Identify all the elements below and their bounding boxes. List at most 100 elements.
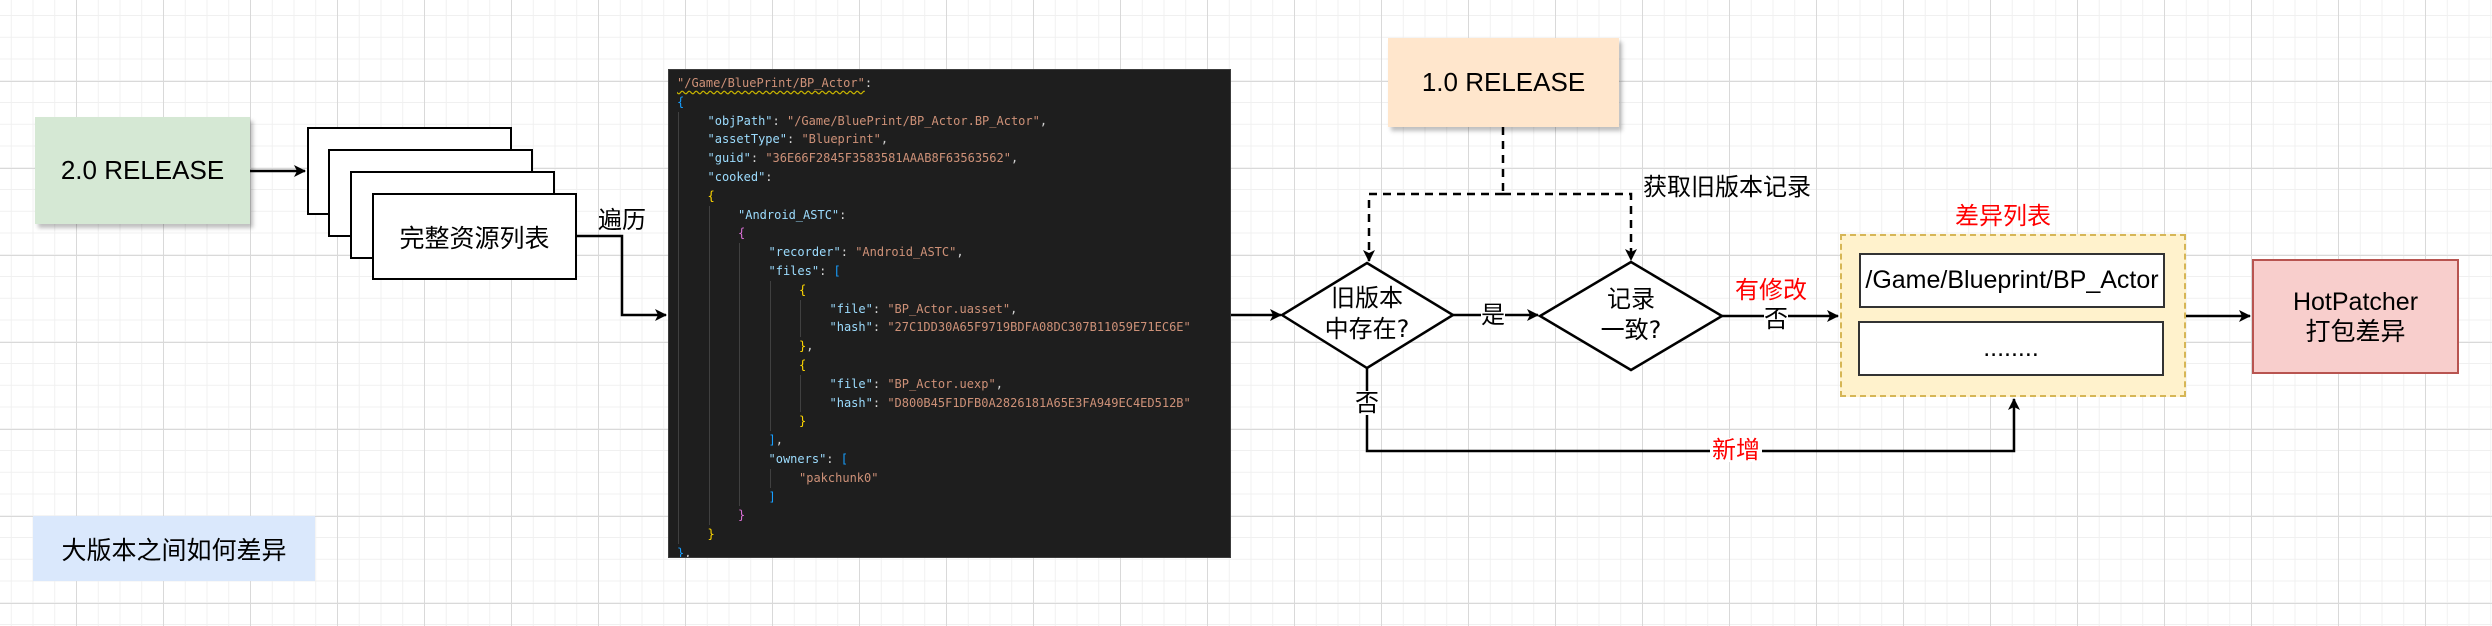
code-token: : <box>819 264 834 278</box>
arrow-list-to-code <box>576 234 667 321</box>
traverse-label: 遍历 <box>598 206 646 234</box>
added-label: 新增 <box>1710 436 1762 464</box>
code-token: "BP_Actor.uasset" <box>887 301 1011 316</box>
title-note-text: 大版本之间如何差异 <box>61 535 287 565</box>
code-token: "Android_ASTC" <box>855 245 957 260</box>
no-label-exists: 否 <box>1355 389 1379 417</box>
decision-consistent-text: 记录 一致? <box>1576 284 1686 346</box>
hotpatcher-line-2: 打包差异 <box>2305 317 2406 346</box>
code-line: "recorder": "Android_ASTC", <box>769 243 964 262</box>
code-token: "27C1DD30A65F9719BDFA08DC307B11059E71EC6… <box>887 320 1191 335</box>
code-token: "file" <box>829 376 873 391</box>
decision-exists-shape[interactable] <box>1279 261 1456 370</box>
code-token: [ <box>833 264 841 278</box>
json-code-panel[interactable]: "/Game/BluePrint/BP_Actor":{"objPath": "… <box>668 69 1231 558</box>
code-token: { <box>799 282 807 297</box>
code-token: "BP_Actor.uexp" <box>887 376 996 391</box>
code-token: : <box>772 113 787 128</box>
code-line: }, <box>677 544 692 558</box>
code-token: { <box>677 94 685 109</box>
hotpatcher-box[interactable]: HotPatcher 打包差异 <box>2252 259 2459 374</box>
decision-consistent-shape[interactable] <box>1537 260 1725 372</box>
code-token: "pakchunk0" <box>799 470 879 485</box>
code-token: } <box>799 414 807 429</box>
release-2-label: 2.0 RELEASE <box>60 155 225 185</box>
code-line: { <box>799 356 806 375</box>
code-line: ], <box>769 431 783 450</box>
code-line: "objPath": "/Game/BluePrint/BP_Actor.BP_… <box>708 112 1048 131</box>
code-line: } <box>738 506 745 525</box>
decision-consistent-line-1: 记录 <box>1607 285 1655 313</box>
decision-exists-text: 旧版本 中存在? <box>1312 283 1422 345</box>
code-line: { <box>799 281 806 300</box>
code-token: "hash" <box>829 395 873 410</box>
code-line: "/Game/BluePrint/BP_Actor": <box>677 74 872 93</box>
release-1-box[interactable]: 1.0 RELEASE <box>1388 38 1619 127</box>
title-note: 大版本之间如何差异 <box>33 516 315 581</box>
asset-list-box[interactable]: 完整资源列表 <box>372 193 577 280</box>
decision-exists-line-2: 中存在? <box>1324 315 1410 344</box>
code-line: { <box>677 93 684 112</box>
code-token: , <box>1010 301 1018 316</box>
code-line: "assetType": "Blueprint", <box>708 130 889 149</box>
code-line: "file": "BP_Actor.uexp", <box>830 375 1003 394</box>
indent-guide <box>678 111 679 544</box>
code-line: "owners": [ <box>769 450 848 469</box>
diff-list-title: 差异列表 <box>1955 202 2051 230</box>
code-token: { <box>799 358 807 372</box>
code-token: ] <box>768 433 776 448</box>
code-token: "hash" <box>829 320 873 335</box>
code-token: { <box>707 188 715 203</box>
fetch-old-record-label: 获取旧版本记录 <box>1643 173 1811 201</box>
dashed-release1-to-exists <box>1363 192 1503 262</box>
code-token: } <box>707 527 715 542</box>
code-token: "Android_ASTC" <box>738 207 840 222</box>
indent-guide <box>800 374 801 413</box>
code-token: : <box>872 395 888 410</box>
code-line: "hash": "27C1DD30A65F9719BDFA08DC307B110… <box>830 318 1191 337</box>
code-token: : <box>786 132 802 147</box>
code-token: "Blueprint" <box>801 132 881 147</box>
code-token: , <box>956 245 964 260</box>
code-token: , <box>684 546 692 558</box>
code-token: : <box>864 76 873 90</box>
decision-consistent-line-2: 一致? <box>1600 316 1662 345</box>
code-token: "D800B45F1DFB0A2826181A65E3FA949EC4ED512… <box>887 395 1191 410</box>
diff-list-item[interactable]: /Game/Blueprint/BP_Actor <box>1859 253 2165 308</box>
code-line: ] <box>769 488 776 507</box>
code-token: , <box>880 132 889 147</box>
indent-guide <box>739 243 740 507</box>
code-line: "cooked": <box>708 168 773 187</box>
code-line: { <box>738 224 745 243</box>
code-token: , <box>775 433 783 448</box>
code-line: } <box>708 525 715 544</box>
code-token: : <box>872 376 888 391</box>
dashed-release1-to-consistent <box>1503 192 1637 261</box>
code-token: "owners" <box>768 452 827 466</box>
diff-item-text: /Game/Blueprint/BP_Actor <box>1865 266 2159 294</box>
code-line: }, <box>799 337 813 356</box>
code-token: "objPath" <box>707 113 773 128</box>
code-token: } <box>677 546 685 558</box>
code-token: } <box>738 508 746 523</box>
code-token: : <box>765 170 773 184</box>
indent-guide <box>769 280 771 432</box>
code-line: { <box>708 187 715 206</box>
code-line: "files": [ <box>769 262 841 281</box>
diff-list-item[interactable]: ........ <box>1858 321 2164 376</box>
hotpatcher-line-1: HotPatcher <box>2292 287 2419 316</box>
code-token: { <box>738 226 746 241</box>
code-token: , <box>995 376 1003 391</box>
asset-list-label: 完整资源列表 <box>399 223 550 253</box>
code-token: : <box>750 151 766 166</box>
release-2-box[interactable]: 2.0 RELEASE <box>35 117 250 224</box>
code-token: , <box>1039 113 1048 128</box>
code-token: [ <box>840 452 848 466</box>
code-token: : <box>840 245 856 260</box>
yes-label: 是 <box>1481 301 1505 329</box>
code-token: "file" <box>829 301 873 316</box>
code-token: "cooked" <box>707 170 766 184</box>
code-line: "hash": "D800B45F1DFB0A2826181A65E3FA949… <box>830 394 1191 413</box>
code-token: "/Game/BluePrint/BP_Actor.BP_Actor" <box>786 113 1040 128</box>
code-token: "36E66F2845F3583581AAAB8F63563562" <box>765 151 1011 166</box>
